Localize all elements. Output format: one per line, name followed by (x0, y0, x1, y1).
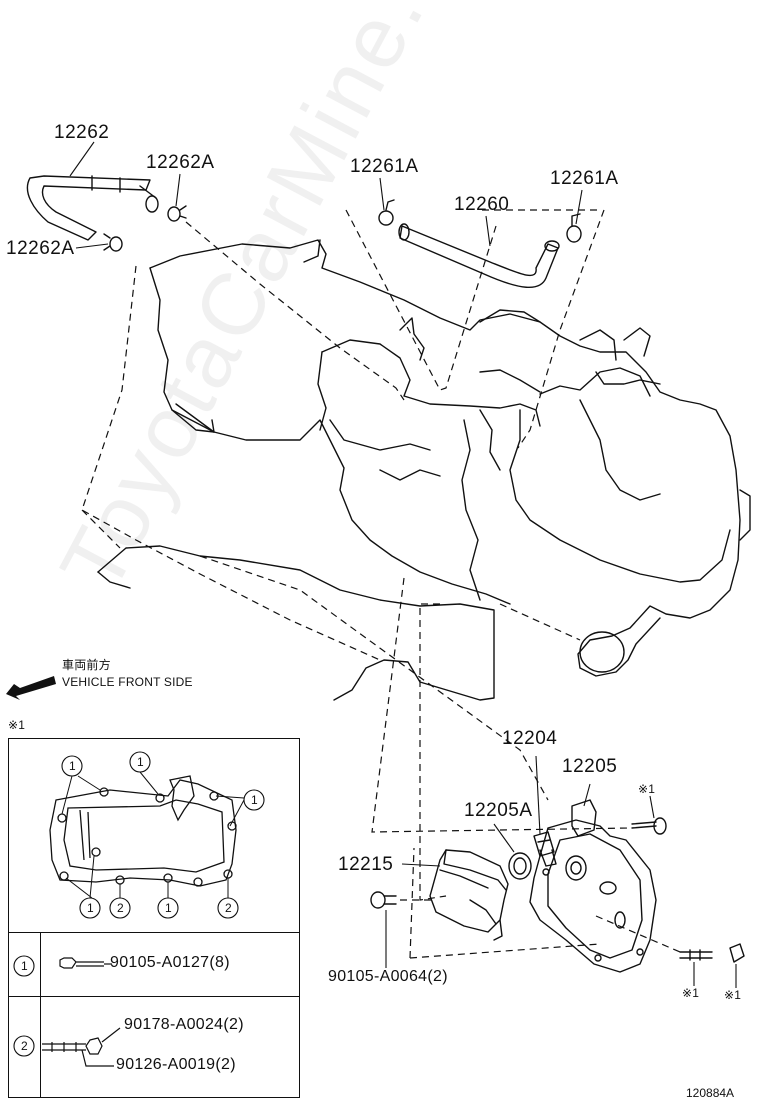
legend-divider-2 (8, 996, 300, 997)
legend-box (8, 738, 300, 1098)
legend-marker-1e: 1 (165, 901, 172, 915)
stud-90126-A0019-icon (42, 1042, 86, 1052)
label-12262A-top[interactable]: 12262A (146, 152, 215, 173)
legend-divider-1 (8, 932, 300, 933)
front-side-english: VEHICLE FRONT SIDE (62, 675, 193, 689)
clamp-12262A-top (167, 205, 187, 222)
label-12204[interactable]: 12204 (502, 728, 558, 749)
ref-mark-stud: ※1 (682, 986, 700, 1000)
nut-ref1-lower (729, 943, 745, 963)
stud-ref1-lower (679, 949, 713, 961)
clamp-12262A-left (103, 233, 123, 252)
legend-marker-1c: 1 (251, 793, 258, 807)
nut-90178-A0024-icon (85, 1037, 103, 1055)
cover-12205 (529, 799, 657, 973)
legend-marker-1a: 1 (69, 759, 76, 773)
figure-code: 120884A (686, 1086, 735, 1100)
legend-circle-markers (13, 751, 265, 1057)
legend-row2-part-b[interactable]: 90126-A0019(2) (116, 1056, 236, 1073)
legend-marker-1d: 1 (87, 901, 94, 915)
legend-row2-index: 2 (21, 1039, 28, 1053)
bolt-ref1-upper (631, 817, 667, 835)
legend-row1-index: 1 (21, 959, 28, 973)
ref-mark-bolt: ※1 (638, 782, 656, 796)
bolt-90105-A0064 (370, 891, 397, 909)
clamp-12261A-right (566, 213, 582, 243)
label-12205A[interactable]: 12205A (464, 800, 533, 821)
legend-ref-mark: ※1 (8, 718, 26, 732)
label-12205[interactable]: 12205 (562, 756, 618, 777)
legend-row2-part-a[interactable]: 90178-A0024(2) (124, 1016, 244, 1033)
oil-separator-12215 (429, 849, 509, 941)
legend-gasket-diagram (49, 775, 237, 887)
legend-marker-2a: 2 (117, 901, 124, 915)
label-12260[interactable]: 12260 (454, 194, 510, 215)
label-12215[interactable]: 12215 (338, 854, 394, 875)
legend-marker-2b: 2 (225, 901, 232, 915)
legend-row1-part[interactable]: 90105-A0127(8) (110, 954, 230, 971)
label-12261A-left[interactable]: 12261A (350, 156, 419, 177)
hose-12262 (26, 175, 159, 241)
front-arrow-icon (6, 676, 56, 700)
legend-marker-1b: 1 (137, 755, 144, 769)
label-90105-A0064[interactable]: 90105-A0064(2) (328, 968, 448, 985)
label-12262[interactable]: 12262 (54, 122, 110, 143)
label-12262A-left[interactable]: 12262A (6, 238, 75, 259)
label-12261A-right[interactable]: 12261A (550, 168, 619, 189)
engine-assembly (149, 239, 751, 677)
legend-column-divider (40, 932, 41, 1098)
bolt-90105-A0127-icon (59, 957, 104, 969)
gasket-12205A (508, 852, 532, 880)
ref-mark-nut: ※1 (724, 988, 742, 1002)
valve-12204 (533, 831, 557, 867)
hose-12260 (398, 223, 560, 289)
clamp-12261A-left (378, 199, 395, 226)
front-side-japanese: 車両前方 (62, 658, 111, 672)
